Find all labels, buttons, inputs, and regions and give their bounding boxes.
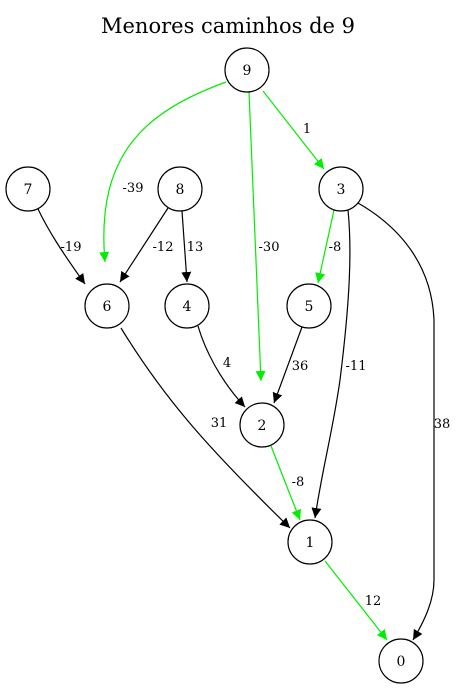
node-2: 2 [239, 402, 285, 448]
edge-weight-label: 1 [303, 122, 311, 137]
edge-line [311, 209, 351, 519]
node-5: 5 [286, 283, 332, 329]
node-circle [5, 166, 51, 212]
edge-weight-label: 38 [434, 417, 451, 432]
node-circle [287, 519, 333, 565]
node-circle [84, 283, 130, 329]
edge-weight-label: -30 [259, 240, 280, 255]
edge-2-1: -8 [270, 445, 305, 521]
edge-line [357, 202, 435, 641]
edge-weight-label: 13 [187, 240, 204, 255]
edge-weight-label: -19 [61, 240, 82, 255]
node-circle [164, 283, 210, 329]
node-label: 1 [306, 535, 315, 551]
node-4: 4 [164, 283, 210, 329]
edge-3-1: -11 [311, 209, 367, 519]
node-label: 3 [337, 182, 346, 198]
edge-weight-label: -8 [329, 240, 342, 255]
edge-weight-label: 31 [211, 416, 228, 431]
edge-line [99, 81, 227, 263]
edge-line [181, 210, 192, 283]
edge-4-2: 4 [197, 325, 246, 408]
node-circle [318, 166, 364, 212]
edge-line [272, 326, 303, 404]
edge-line [324, 560, 388, 641]
edge-weight-label: -39 [123, 181, 144, 196]
node-circle [239, 402, 285, 448]
node-0: 0 [378, 638, 424, 684]
node-label: 7 [24, 182, 33, 198]
node-circle [224, 47, 270, 93]
edge-9-2: -30 [248, 91, 280, 382]
node-label: 4 [183, 299, 192, 315]
edge-8-6: -12 [119, 207, 174, 283]
edge-3-5: -8 [315, 209, 342, 284]
node-1: 1 [287, 519, 333, 565]
edge-line [37, 208, 86, 285]
node-label: 0 [397, 654, 406, 670]
edge-8-4: 13 [181, 210, 204, 283]
edge-weight-label: 4 [223, 356, 231, 371]
edge-line [315, 209, 335, 284]
node-circle [286, 283, 332, 329]
edge-weight-label: -12 [153, 240, 174, 255]
edge-line [270, 445, 302, 521]
edge-line [197, 325, 246, 408]
edge-1-0: 12 [324, 560, 388, 641]
node-6: 6 [84, 283, 130, 329]
edge-line [248, 91, 266, 382]
graph-title: Menores caminhos de 9 [101, 14, 355, 38]
node-label: 9 [243, 63, 252, 79]
edge-9-6: -39 [99, 81, 227, 263]
edge-line [119, 207, 169, 283]
edge-3-0: 38 [357, 202, 451, 641]
edge-6-1: 31 [120, 327, 291, 529]
node-label: 6 [103, 299, 112, 315]
edge-9-3: 1 [262, 90, 325, 170]
node-7: 7 [5, 166, 51, 212]
edge-weight-label: -11 [346, 359, 367, 374]
node-circle [378, 638, 424, 684]
edge-7-6: -19 [37, 208, 86, 285]
edge-line [120, 327, 291, 529]
node-3: 3 [318, 166, 364, 212]
node-8: 8 [157, 166, 203, 212]
node-circle [157, 166, 203, 212]
edge-line [262, 90, 325, 170]
edge-weight-label: 12 [365, 594, 382, 609]
node-label: 8 [176, 182, 185, 198]
node-label: 2 [258, 418, 267, 434]
node-9: 9 [224, 47, 270, 93]
node-label: 5 [305, 299, 314, 315]
edge-weight-label: 36 [292, 359, 309, 374]
edge-weight-label: -8 [292, 475, 305, 490]
edge-5-2: 36 [272, 326, 309, 404]
